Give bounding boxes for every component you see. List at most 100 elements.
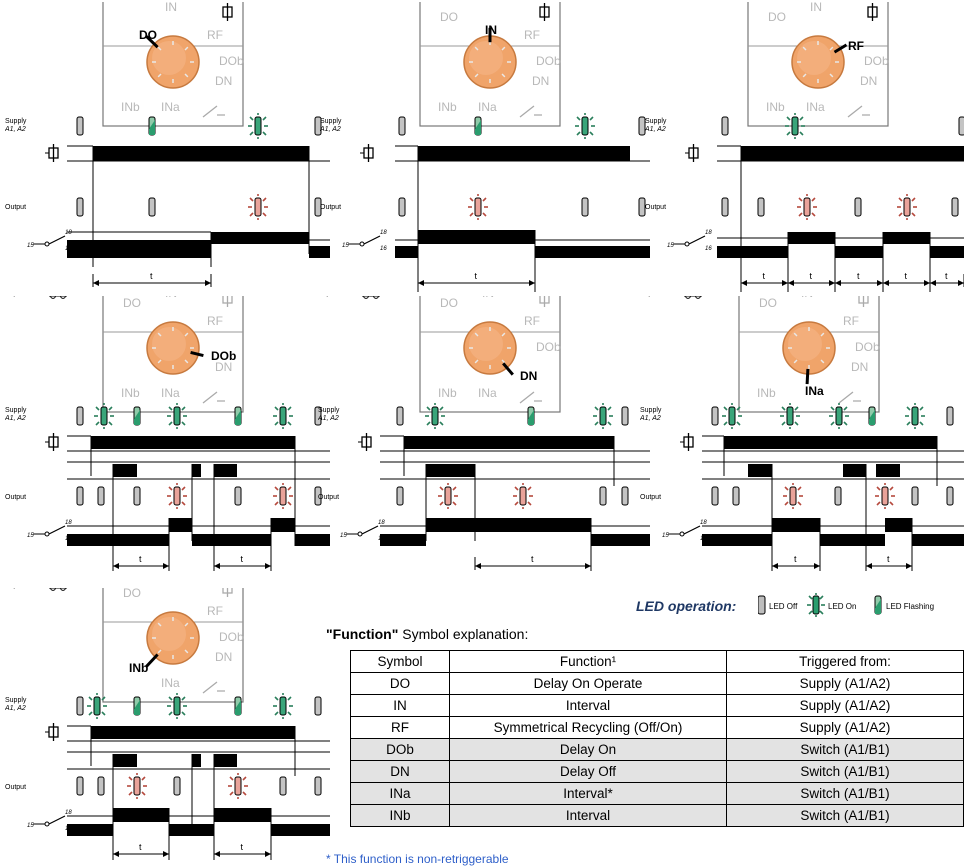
- time-span-label: t: [794, 554, 797, 564]
- vfc-label: V.F.C.: [318, 296, 336, 298]
- time-span: t: [865, 554, 913, 570]
- dial-knob: [463, 321, 517, 375]
- signal-bar: [741, 146, 964, 161]
- dial-label: RF: [207, 314, 223, 328]
- led-off-icon: [234, 486, 242, 506]
- time-span-label: t: [945, 271, 948, 281]
- led-off-icon: [721, 116, 729, 136]
- signal-bar: [67, 246, 211, 258]
- signal-bar: [91, 726, 295, 739]
- signal-bar: [426, 518, 591, 532]
- time-span: t: [92, 271, 212, 287]
- switch-icon: [519, 391, 542, 404]
- led-off-icon: [951, 197, 959, 217]
- time-span: t: [882, 271, 931, 287]
- led-on-green-icon: [905, 403, 925, 429]
- dial-knob: [782, 321, 836, 375]
- time-span-label: t: [887, 554, 890, 564]
- supply-terminals-label: A1, A2: [640, 415, 661, 422]
- dial-knob: [146, 611, 200, 665]
- dial-label: INb: [121, 100, 140, 114]
- dial-label: DOb: [864, 54, 889, 68]
- contact-16-label: 16: [380, 246, 387, 252]
- led-on-red-icon: [897, 194, 917, 220]
- contact-18-label: 18: [65, 230, 72, 236]
- vfc-contact-icon: [50, 296, 56, 299]
- switch-icon: [847, 105, 870, 118]
- signal-bar: [380, 534, 426, 546]
- dial-label: DO: [123, 588, 141, 600]
- contact-18-label: 18: [380, 230, 387, 236]
- signal-bar: [418, 230, 535, 244]
- led-off-icon: [711, 406, 719, 426]
- signal-bar: [91, 436, 295, 449]
- supply-label: Supply: [640, 407, 662, 414]
- supply-terminals-label: A1, A2: [318, 415, 339, 422]
- dial-label: DN: [532, 74, 549, 88]
- output-label: Output: [320, 204, 341, 211]
- dial-label: INa: [478, 100, 497, 114]
- dial-label: DO: [440, 296, 458, 310]
- dial-pointer: [145, 35, 159, 49]
- switch-icon: [519, 105, 542, 118]
- dial-pointer: [805, 368, 810, 385]
- led-on-red-icon: [513, 483, 533, 509]
- dial-label: INa: [161, 386, 180, 400]
- contact-15-label: 15: [27, 533, 34, 539]
- signal-bar: [788, 232, 835, 244]
- signal-bar: [876, 464, 900, 477]
- supply-terminals-label: A1, A2: [320, 126, 341, 133]
- dial-label: DN: [851, 360, 868, 374]
- dial-label: DN: [860, 74, 877, 88]
- dial-pointer: [833, 43, 848, 54]
- signal-bar: [535, 246, 650, 258]
- signal-bar: [271, 518, 295, 532]
- led-on-red-icon: [797, 194, 817, 220]
- vfc-contact-icon: [60, 588, 66, 591]
- vfc-terminals-label: A1, B1: [5, 588, 26, 590]
- vfc-contact-icon: [373, 296, 379, 299]
- led-on-icon: [807, 593, 825, 617]
- signal-bar: [883, 232, 930, 244]
- led-on-green-icon: [167, 693, 187, 719]
- time-span: t: [213, 842, 272, 858]
- led-on-green-icon: [593, 403, 613, 429]
- led-off-icon: [76, 776, 84, 796]
- led-on-green-icon: [829, 403, 849, 429]
- signal-bar: [717, 246, 788, 258]
- led-off-icon: [133, 486, 141, 506]
- signal-bar: [404, 436, 614, 449]
- dial-pointer: [502, 362, 514, 376]
- contact-18-label: 18: [65, 810, 72, 816]
- led-flashing-label: LED Flashing: [886, 602, 934, 611]
- signal-bar: [113, 464, 137, 477]
- led-off-icon: [398, 197, 406, 217]
- dial-label: IN: [165, 588, 177, 590]
- contact-15-label: 15: [27, 243, 34, 249]
- output-label: Output: [318, 494, 339, 501]
- led-off-icon: [314, 116, 322, 136]
- relay-coil-icon: [45, 723, 59, 741]
- phase-icon: [539, 296, 550, 307]
- dial-knob: [146, 35, 200, 89]
- vfc-terminals-label: A1, B1: [318, 296, 339, 298]
- signal-bar: [67, 240, 211, 247]
- dial-label: INb: [438, 386, 457, 400]
- led-off-icon: [638, 197, 646, 217]
- signal-bar: [67, 824, 113, 836]
- led-off-icon: [76, 406, 84, 426]
- time-span-label: t: [531, 554, 534, 564]
- cell-function: Symmetrical Recycling (Off/On): [449, 716, 727, 739]
- dial-label: DN: [215, 650, 232, 664]
- dial-knob: [146, 321, 200, 375]
- relay-coil-icon: [360, 144, 374, 162]
- signal-bar: [271, 824, 330, 836]
- led-off-icon: [314, 696, 322, 716]
- dial-pointer: [190, 350, 204, 358]
